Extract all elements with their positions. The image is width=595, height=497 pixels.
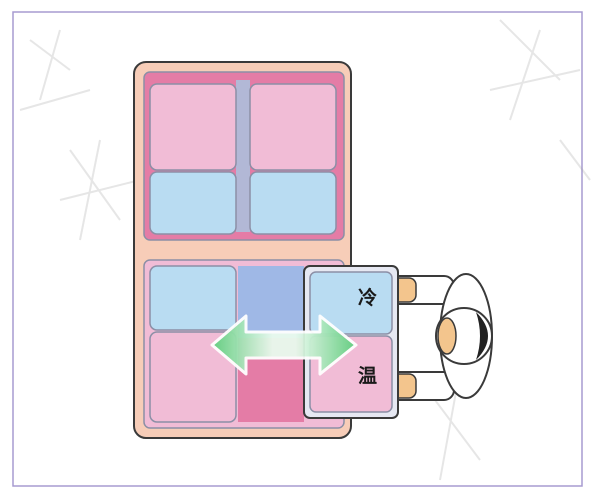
cold-label: 冷 <box>358 286 377 309</box>
warm-compartment <box>250 84 336 170</box>
person-face <box>438 318 456 354</box>
upper-tray-divider <box>236 80 250 232</box>
warm-label: 温 <box>358 365 377 387</box>
cold-bay <box>238 266 304 338</box>
cold-compartment <box>150 172 236 234</box>
cold-compartment <box>150 266 236 330</box>
cold-compartment <box>250 172 336 234</box>
warm-compartment <box>150 84 236 170</box>
